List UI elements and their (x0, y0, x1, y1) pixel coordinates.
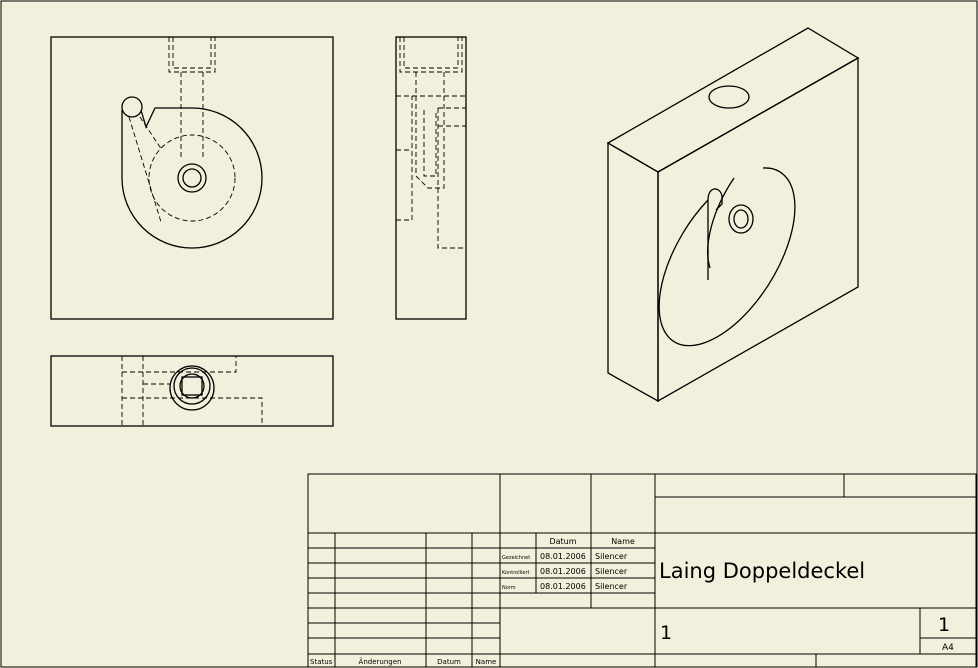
top-view (50, 355, 334, 427)
rev-status-header: Status (310, 658, 333, 666)
role-drawn: Gezeichnet (502, 555, 530, 561)
sheet-format: A4 (942, 643, 954, 653)
name-checked: Silencer (595, 567, 628, 576)
date-norm: 08.01.2006 (540, 582, 586, 591)
date-checked: 08.01.2006 (540, 567, 586, 576)
rev-date-header: Datum (437, 658, 461, 666)
rev-name-header: Name (476, 658, 497, 666)
side-view (395, 36, 467, 320)
role-checked: Kontrolliert (502, 570, 530, 576)
name-norm: Silencer (595, 582, 628, 591)
front-view (50, 36, 334, 320)
datum-header: Datum (549, 537, 576, 546)
rev-changes-header: Änderungen (359, 657, 402, 666)
role-norm: Norm (502, 585, 516, 591)
sheet-number: 1 (938, 614, 950, 636)
drawing-number: 1 (660, 622, 672, 644)
drawing-title: Laing Doppeldeckel (659, 559, 865, 583)
date-drawn: 08.01.2006 (540, 552, 586, 561)
name-drawn: Silencer (595, 552, 628, 561)
title-block: Datum Name Gezeichnet Kontrolliert Norm … (307, 473, 977, 668)
name-header: Name (611, 537, 635, 546)
isometric-view (606, 27, 860, 403)
